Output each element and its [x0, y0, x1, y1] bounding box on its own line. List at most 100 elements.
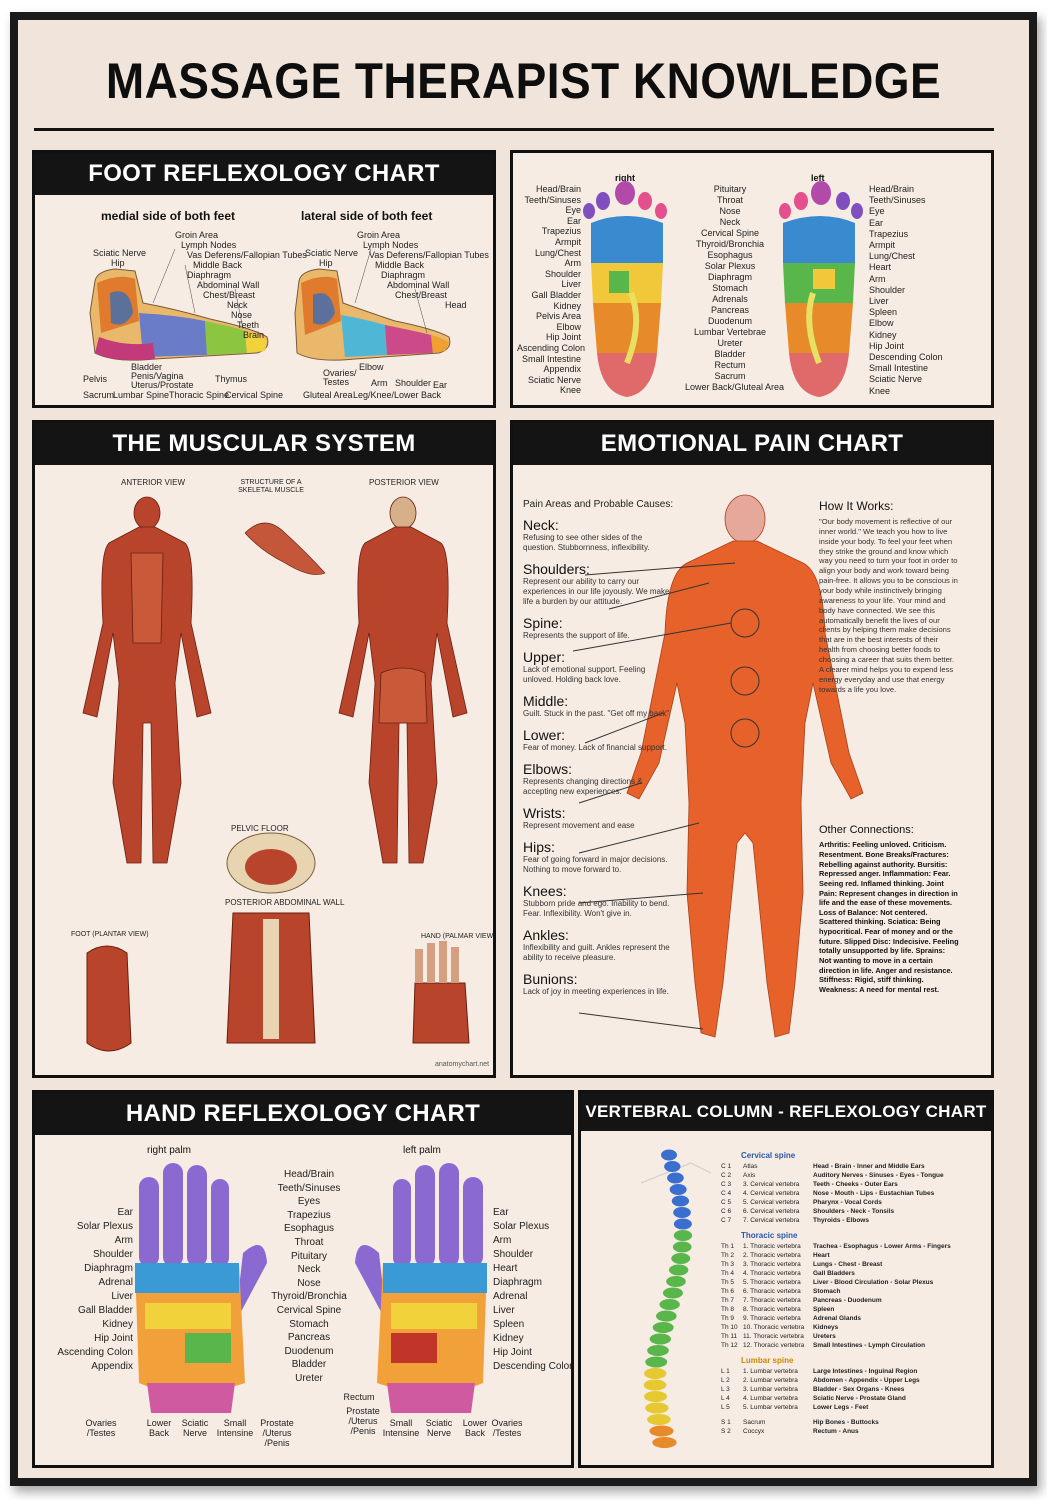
vertebral-cell: Lungs - Chest - Breast	[813, 1261, 883, 1268]
hand-label: Ear	[493, 1207, 509, 1218]
hand-label: Lower Back	[146, 1418, 172, 1438]
hand-label: Nose	[297, 1277, 321, 1289]
right-foot-label: right	[615, 173, 635, 183]
vertebral-cell: Heart	[813, 1252, 830, 1259]
sole-label: Throat	[716, 195, 743, 205]
lateral-foot-illustration	[294, 268, 451, 361]
pain-area-text: Refusing to see other sides of the quest…	[523, 533, 650, 552]
sole-label: Sciatic Nerve	[869, 374, 923, 385]
pain-area-heading: Wrists:	[523, 805, 566, 821]
vertebral-cell: 1. Thoracic vertebra	[743, 1243, 801, 1250]
right-hand-illustration	[135, 1163, 267, 1413]
pain-areas-list: Neck:Refusing to see other sides of the …	[523, 517, 673, 1005]
vertebral-cell: Hip Bones - Buttocks	[813, 1419, 879, 1426]
foot-label: Abdominal Wall	[387, 280, 450, 290]
vertebral-column-title: VERTEBRAL COLUMN - REFLEXOLOGY CHART	[581, 1093, 991, 1131]
sole-label: Nose	[719, 206, 741, 216]
sole-label: Head/Brain	[869, 184, 915, 194]
foot-label: Abdominal Wall	[197, 280, 260, 290]
vertebral-cell: Th 9	[721, 1315, 735, 1322]
vertebra	[661, 1149, 677, 1161]
foot-label: Gluteal Area	[303, 390, 353, 400]
posterior-muscle-figure	[338, 496, 468, 864]
pelvic-floor-illustration	[226, 832, 316, 894]
poster-title: MASSAGE THERAPIST KNOWLEDGE	[105, 53, 942, 109]
vertebral-cell: 5. Cervical vertebra	[743, 1199, 800, 1206]
pain-area-text: Represent our ability to carry our exper…	[523, 577, 670, 606]
pain-area-text: Represent movement and ease	[523, 821, 635, 830]
foot-plantar-label: FOOT (PLANTAR VIEW)	[71, 931, 149, 938]
pain-area-heading: Elbows:	[523, 761, 573, 777]
sole-label: Kidney	[869, 329, 897, 340]
sole-label: Arm	[564, 258, 582, 269]
sole-label: Solar Plexus	[704, 261, 756, 271]
hand-label: Solar Plexus	[76, 1221, 133, 1232]
hand-label: Sciatic Nerve	[425, 1418, 453, 1438]
vertebral-cell: Th 8	[721, 1306, 735, 1313]
vertebral-cell: Th 12	[721, 1342, 738, 1349]
vertebral-cell: Rectum - Anus	[813, 1428, 859, 1435]
hand-label: Esophagus	[283, 1223, 335, 1235]
sole-label: Lung/Chest	[869, 251, 916, 262]
foot-label: Nose	[231, 310, 253, 320]
vertebral-section-heading: Lumbar spine	[741, 1356, 794, 1365]
sole-label: Elbow	[556, 321, 581, 332]
pain-area-text: Guilt. Stuck in the past. "Get off my ba…	[523, 709, 670, 718]
vertebral-cell: Large Intestines - Inguinal Region	[813, 1368, 918, 1375]
vertebra	[644, 1368, 667, 1379]
poster: MASSAGE THERAPIST KNOWLEDGE FOOT REFLEXO…	[18, 20, 1029, 1478]
vertebral-cell: Nose - Mouth - Lips - Eustachian Tubes	[813, 1190, 935, 1197]
sole-label: Bladder	[714, 349, 746, 359]
foot-reflexology-panel: FOOT REFLEXOLOGY CHART medial side of bo…	[32, 150, 496, 408]
sole-label: Teeth/Sinuses	[524, 194, 581, 205]
vertebral-cell: 1. Lumbar vertebra	[743, 1368, 798, 1375]
sole-label: Shoulder	[544, 268, 581, 279]
hand-label: Head/Brain	[283, 1169, 335, 1180]
pain-area-heading: Ankles:	[523, 927, 569, 943]
pain-area-heading: Bunions:	[523, 971, 578, 987]
posterior-abdominal-illustration	[226, 912, 316, 1044]
sole-label: Head/Brain	[535, 184, 581, 194]
foot-label: Teeth	[237, 320, 260, 330]
right-sole-illustration	[583, 181, 667, 397]
sole-label: Cervical Spine	[700, 228, 760, 238]
hand-label: Kidney	[493, 1333, 524, 1344]
hand-label: Neck	[297, 1264, 321, 1276]
sole-label: Kidney	[553, 300, 581, 311]
sole-label: Adrenals	[712, 294, 748, 304]
sole-label: Lung/Chest	[534, 247, 581, 258]
vertebral-cell: Teeth - Cheeks - Outer Ears	[813, 1181, 898, 1188]
vertebra	[673, 1218, 692, 1230]
vertebral-cell: Spleen	[813, 1306, 835, 1313]
sole-label: Thyroid/Bronchia	[695, 239, 765, 249]
hand-label: Cervical Spine	[276, 1305, 342, 1316]
vertebra	[673, 1230, 693, 1241]
sole-label: Esophagus	[707, 250, 753, 260]
vertebral-cell: Pharynx - Vocal Cords	[813, 1199, 882, 1206]
hand-label: Pancreas	[287, 1332, 331, 1344]
sole-label: Heart	[869, 262, 892, 273]
foot-label: Penis/Vagina	[131, 371, 184, 381]
vertebral-cell: 7. Thoracic vertebra	[743, 1297, 801, 1304]
vertebral-cell: Bladder - Sex Organs - Knees	[813, 1386, 905, 1393]
vertebral-cell: C 4	[721, 1190, 732, 1197]
vertebral-cell: C 2	[721, 1172, 732, 1179]
hand-label: Adrenal	[493, 1291, 528, 1302]
foot-label: Brain	[243, 330, 265, 340]
left-foot-label: left	[811, 173, 825, 183]
pain-areas-heading: Pain Areas and Probable Causes:	[523, 499, 674, 510]
hand-label: Heart	[493, 1263, 518, 1274]
foot-side-illustrations	[89, 248, 451, 361]
foot-label: Lymph Nodes	[181, 240, 237, 250]
pain-area-heading: Hips:	[523, 839, 555, 855]
vertebral-cell: Small Intestines - Lymph Circulation	[813, 1342, 926, 1349]
